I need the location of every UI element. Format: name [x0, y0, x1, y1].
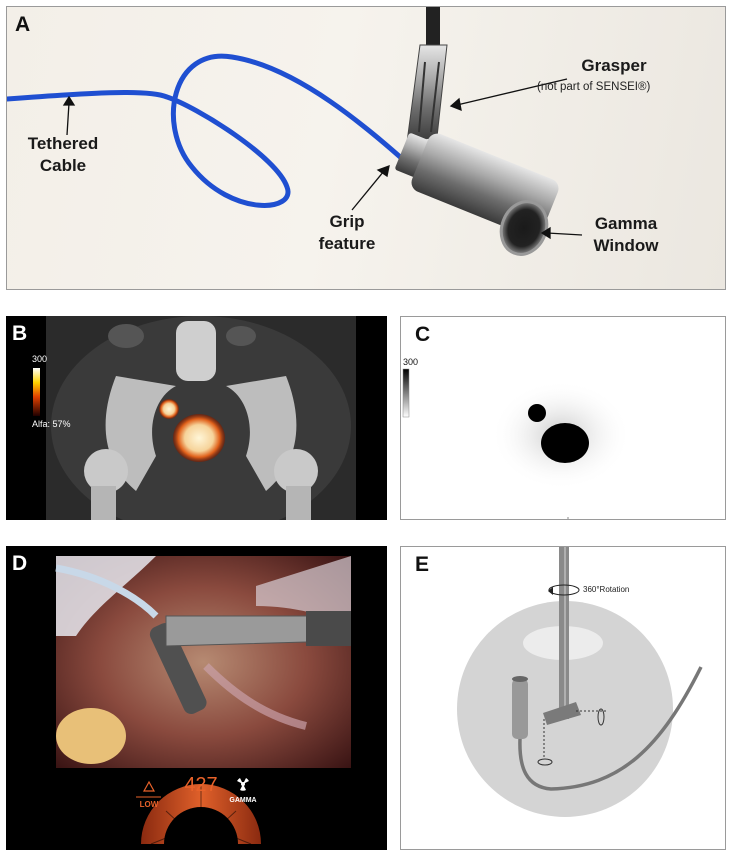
gamma-window-label: Gamma Window: [581, 213, 671, 257]
panel-e-rotation-schematic: E 360°Rotation: [400, 546, 726, 850]
grasper-note: (not part of SENSEI®): [537, 81, 651, 93]
gamma-count-readout: 427: [184, 774, 218, 796]
grasper-label: Grasper: [581, 56, 647, 75]
uptake-spot-small: [528, 404, 546, 422]
tethered-cable-label-line2: Cable: [39, 156, 87, 175]
tethered-cable: [7, 53, 420, 208]
rotation-label: 360°Rotation: [583, 585, 630, 594]
panel-c-spect-image: C 300: [400, 316, 726, 520]
gamma-window-label-line1: Gamma: [594, 214, 658, 233]
panel-letter-c: C: [415, 323, 431, 346]
rotation-schematic: [457, 547, 703, 817]
spect-ct-image: [33, 316, 356, 520]
hot-spot-lymph-node: [159, 399, 179, 419]
radiation-icon: [237, 778, 249, 791]
panel-a-probe-photo: A Tethered Cable Grasper (not part of SE…: [6, 6, 726, 290]
gamma-window: [499, 200, 549, 256]
uptake-spot-large: [541, 423, 589, 463]
probe-illustration: [7, 7, 583, 256]
grip-feature-label-line1: Grip: [329, 212, 365, 231]
grayscale-bar: [402, 368, 410, 418]
panel-letter-b: B: [12, 322, 28, 345]
gamma-count-meter: [141, 784, 261, 844]
tethered-cable-label-line1: Tethered: [27, 134, 99, 153]
low-warning-icon: [142, 780, 156, 792]
tethered-cable-label: Tethered Cable: [19, 133, 107, 177]
panel-letter-d: D: [12, 552, 28, 575]
hot-spot-bladder: [173, 414, 225, 462]
panel-b-spect-ct: B 300 Alfa: 57%: [6, 316, 387, 520]
probe-cylinder: [512, 679, 528, 739]
panel-letter-e: E: [415, 553, 430, 576]
grasper-shaft: [426, 7, 440, 47]
panel-letter-a: A: [15, 13, 31, 36]
color-scale-max: 300: [32, 354, 48, 364]
low-label: LOW: [139, 800, 159, 809]
alpha-label: Alfa: 57%: [32, 419, 71, 429]
laparoscopic-scene: [55, 556, 351, 845]
panel-d-laparoscopic-view: D LOW 427 GAMMA: [6, 546, 387, 850]
grasper-jaws-e: [543, 702, 581, 725]
gamma-window-label-line2: Window: [593, 236, 659, 255]
probe-cable: [55, 564, 159, 619]
gamma-probe: [149, 622, 207, 714]
gamma-label: GAMMA: [229, 797, 257, 804]
color-scale-bar: [33, 368, 40, 416]
grip-feature-label-line2: feature: [318, 234, 376, 253]
tethered-cable-e: [518, 666, 703, 791]
grayscale-max: 300: [403, 357, 419, 367]
grasper-jaws: [406, 44, 448, 143]
grip-feature-label: Grip feature: [307, 211, 387, 255]
spect-image: [402, 368, 631, 519]
